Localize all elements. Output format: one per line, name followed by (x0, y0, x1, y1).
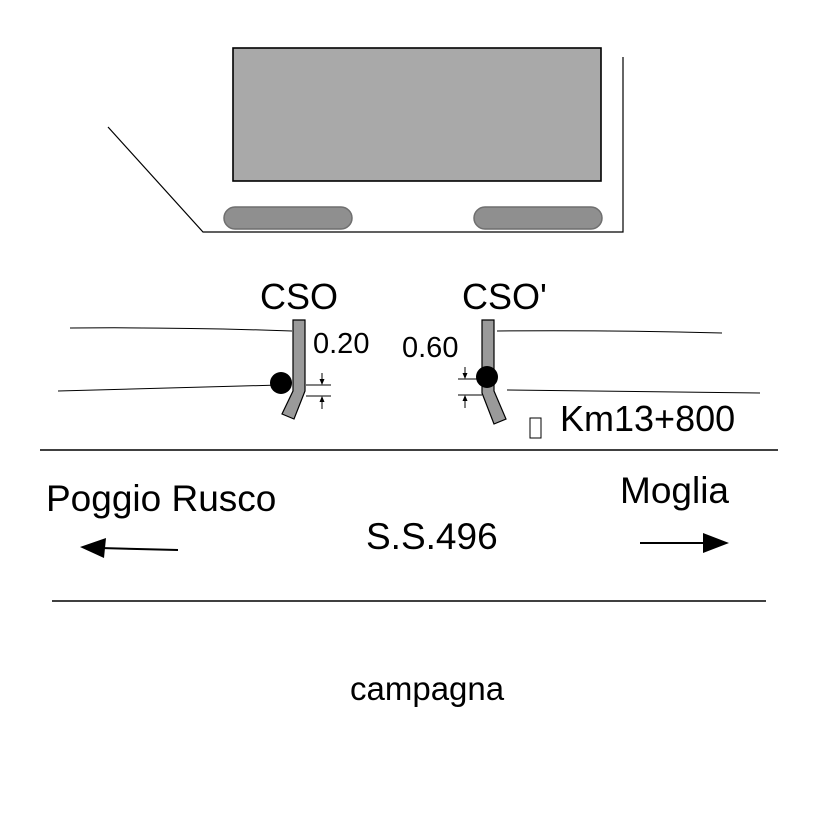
dim-right-arrowhead-up (462, 373, 468, 379)
measurement-point-right (476, 366, 498, 388)
label-field: campagna (350, 670, 505, 707)
label-place-right: Moglia (620, 470, 729, 511)
post-cso-left (270, 319, 306, 420)
label-cso-right: CSO' (462, 276, 547, 317)
dim-left-arrowhead-down (319, 396, 325, 402)
direction-arrow-left-head (80, 538, 106, 558)
terrain-line-upper-right (496, 330, 723, 334)
dimension-arrowheads (319, 373, 468, 402)
direction-arrow-left-shaft (99, 547, 179, 551)
terrain-line-lower-left (57, 384, 281, 392)
terrain-line-lower-right (506, 389, 761, 394)
dimension-marks (306, 367, 482, 409)
building-area (107, 47, 624, 233)
hedge-left (223, 206, 353, 230)
terrain-lines (57, 327, 761, 394)
label-kilometre: Km13+800 (560, 398, 735, 439)
dim-left-arrowhead-up (319, 379, 325, 385)
terrain-line-upper-left (69, 327, 293, 332)
label-dim-left: 0.20 (313, 328, 369, 360)
direction-arrow-left (80, 538, 179, 558)
label-place-left: Poggio Rusco (46, 478, 276, 519)
label-dim-right: 0.60 (402, 332, 458, 364)
dim-right-arrowhead-down (462, 395, 468, 401)
yard-boundary (107, 57, 624, 233)
direction-arrow-right (640, 533, 729, 553)
label-cso-left: CSO (260, 276, 338, 317)
hedge-right (473, 206, 603, 230)
post-cso-left-body (281, 319, 306, 420)
measurement-point-left (270, 372, 292, 394)
post-cso-right (476, 319, 507, 425)
kilometre-marker-icon (529, 417, 542, 439)
label-road: S.S.496 (366, 516, 498, 557)
direction-arrow-right-head (703, 533, 729, 553)
building (232, 47, 602, 182)
